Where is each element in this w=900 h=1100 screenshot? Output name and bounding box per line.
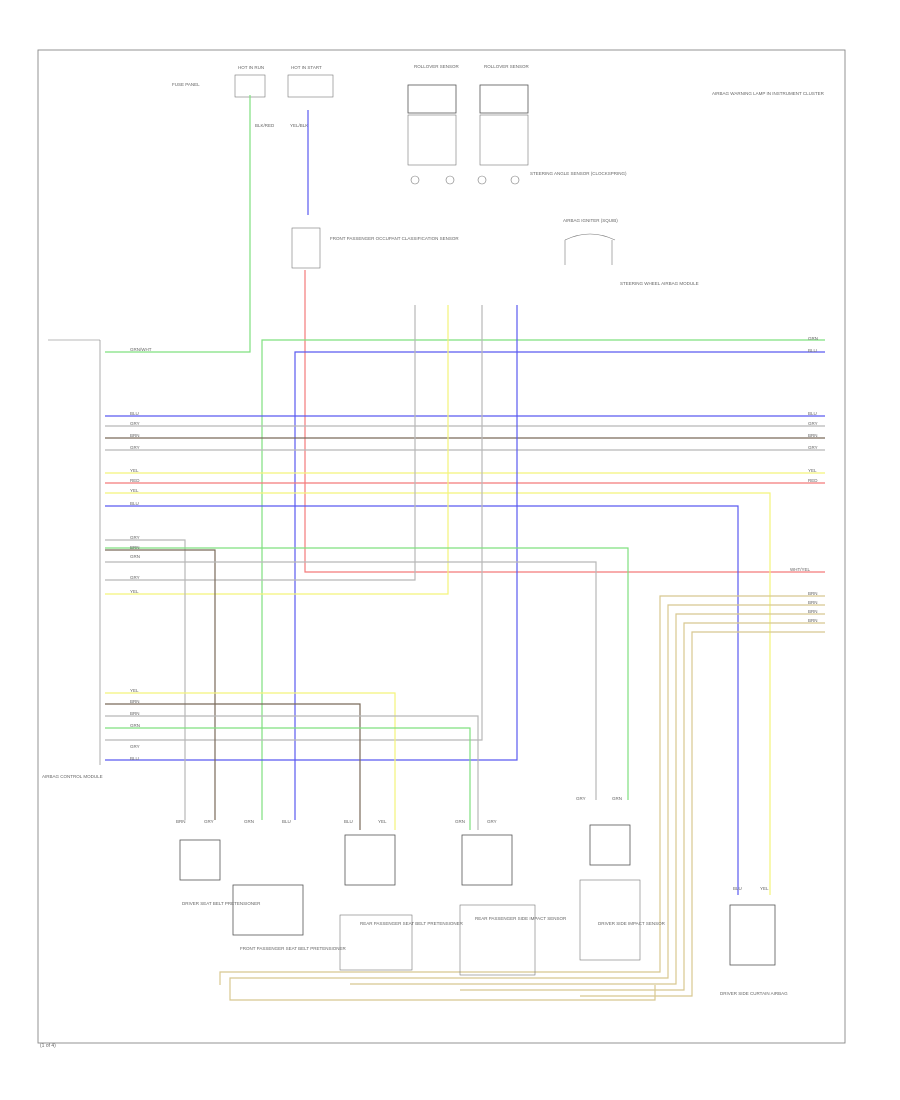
comp-label-0: BRN (176, 819, 186, 824)
right-label-10: BRN (808, 600, 818, 605)
bottom-component-label-0: DRIVER SEAT BELT PRETENSIONER (182, 901, 261, 906)
fuse-label-start: HOT IN START (291, 65, 322, 70)
rear-passenger-side-impact: REAR PASSENGER SIDE IMPACT SENSOR (459, 834, 567, 976)
driver-side-impact-sensor: DRIVER SIDE IMPACT SENSOR (579, 824, 666, 961)
fuse-wire-label-2: YEL/BLK (290, 123, 308, 128)
right-label-8: WHT/YEL (790, 567, 810, 572)
fuse-box-label: FUSE PANEL (172, 82, 200, 87)
airbag-control-module: AIRBAG CONTROL MODULE (42, 339, 103, 779)
bottom-component-label-5: DRIVER SIDE CURTAIN AIRBAG (720, 991, 788, 996)
bottom-component-label-1: FRONT PASSENGER SEAT BELT PRETENSIONER (240, 946, 347, 951)
right-label-9: BRN (808, 591, 818, 596)
left-label-7: YEL (130, 488, 139, 493)
comp-label-6: GRN (455, 819, 465, 824)
fuse-label-run: HOT IN RUN (238, 65, 264, 70)
airbag-warning-label: AIRBAG WARNING LAMP IN INSTRUMENT CLUSTE… (712, 91, 825, 96)
left-label-6: RED (130, 478, 140, 483)
comp-label-11: YEL (760, 886, 769, 891)
comp-label-10: BLU (733, 886, 742, 891)
comp-label-8: GRY (576, 796, 586, 801)
left-label-12: GRY (130, 575, 140, 580)
front-passenger-sensor: FRONT PASSENGER OCCUPANT CLASSIFICATION … (291, 227, 459, 269)
right-label-6: YEL (808, 468, 817, 473)
left-label-14: YEL (130, 688, 139, 693)
page-label: (1 of 4) (40, 1043, 56, 1049)
right-label-5: GRY (808, 445, 818, 450)
left-wire-labels: GRN/WHT BLU GRY BRN GRY YEL RED YEL BLU … (130, 347, 152, 761)
left-label-3: BRN (130, 433, 140, 438)
bottom-component-label-4: DRIVER SIDE IMPACT SENSOR (598, 921, 666, 926)
comp-label-7: GRY (487, 819, 497, 824)
connector-row (410, 175, 520, 185)
bottom-component-label-2: REAR PASSENGER SEAT BELT PRETENSIONER (360, 921, 464, 926)
fuse-panel: HOT IN RUN HOT IN START FUSE PANEL BLK/R… (172, 65, 334, 128)
bottom-component-label-3: REAR PASSENGER SIDE IMPACT SENSOR (475, 916, 567, 921)
front-passenger-pretensioner: FRONT PASSENGER SEAT BELT PRETENSIONER (232, 884, 347, 951)
control-module-label: AIRBAG CONTROL MODULE (42, 774, 103, 779)
front-passenger-sensor-label: FRONT PASSENGER OCCUPANT CLASSIFICATION … (330, 236, 459, 241)
left-label-18: GRY (130, 744, 140, 749)
comp-label-4: BLU (344, 819, 353, 824)
component-wire-labels: BRN GRY GRN BLU BLU YEL GRN GRY GRY GRN … (176, 796, 769, 891)
left-label-11: GRN (130, 554, 140, 559)
right-label-1: BLU (808, 348, 817, 353)
left-label-4: GRY (130, 445, 140, 450)
right-label-11: BRN (808, 609, 818, 614)
left-label-1: BLU (130, 411, 139, 416)
comp-label-1: GRY (204, 819, 214, 824)
comp-label-9: GRN (612, 796, 622, 801)
wire-layer (105, 95, 825, 1001)
left-label-0: GRN/WHT (130, 347, 152, 352)
driver-seatbelt-pretensioner: DRIVER SEAT BELT PRETENSIONER (179, 839, 261, 906)
rear-passenger-pretensioner: REAR PASSENGER SEAT BELT PRETENSIONER (339, 834, 464, 971)
rollover-sensor-label-1: ROLLOVER SENSOR (414, 64, 460, 69)
comp-label-5: YEL (378, 819, 387, 824)
comp-label-3: BLU (282, 819, 291, 824)
diagram-frame (37, 49, 846, 1044)
left-label-17: GRN (130, 723, 140, 728)
airbag-igniter: AIRBAG IGNITER (SQUIB) STEERING WHEEL AI… (563, 218, 699, 286)
left-label-2: GRY (130, 421, 140, 426)
left-label-19: BLU (130, 756, 139, 761)
left-label-8: BLU (130, 501, 139, 506)
right-wire-labels: GRN BLU BLU GRY BRN GRY YEL RED WHT/YEL … (790, 336, 818, 623)
right-label-7: RED (808, 478, 818, 483)
left-label-5: YEL (130, 468, 139, 473)
steering-sensor-label: STEERING ANGLE SENSOR (CLOCKSPRING) (530, 171, 627, 176)
rollover-sensor-1: ROLLOVER SENSOR (407, 64, 460, 166)
right-label-0: GRN (808, 336, 818, 341)
right-label-12: BRN (808, 618, 818, 623)
rollover-sensor-2: ROLLOVER SENSOR (479, 64, 530, 166)
rollover-sensor-label-2: ROLLOVER SENSOR (484, 64, 530, 69)
left-label-10: BRN (130, 545, 140, 550)
comp-label-2: GRN (244, 819, 254, 824)
right-label-3: GRY (808, 421, 818, 426)
left-label-15: BRN (130, 699, 140, 704)
left-label-13: YEL (130, 589, 139, 594)
left-label-9: GRY (130, 535, 140, 540)
steering-wheel-module-label: STEERING WHEEL AIRBAG MODULE (620, 281, 699, 286)
right-label-4: BRN (808, 433, 818, 438)
driver-side-curtain-airbag: DRIVER SIDE CURTAIN AIRBAG (720, 904, 788, 996)
right-label-2: BLU (808, 411, 817, 416)
fuse-wire-label-1: BLK/RED (255, 123, 275, 128)
igniter-label: AIRBAG IGNITER (SQUIB) (563, 218, 618, 223)
left-label-16: BRN (130, 711, 140, 716)
